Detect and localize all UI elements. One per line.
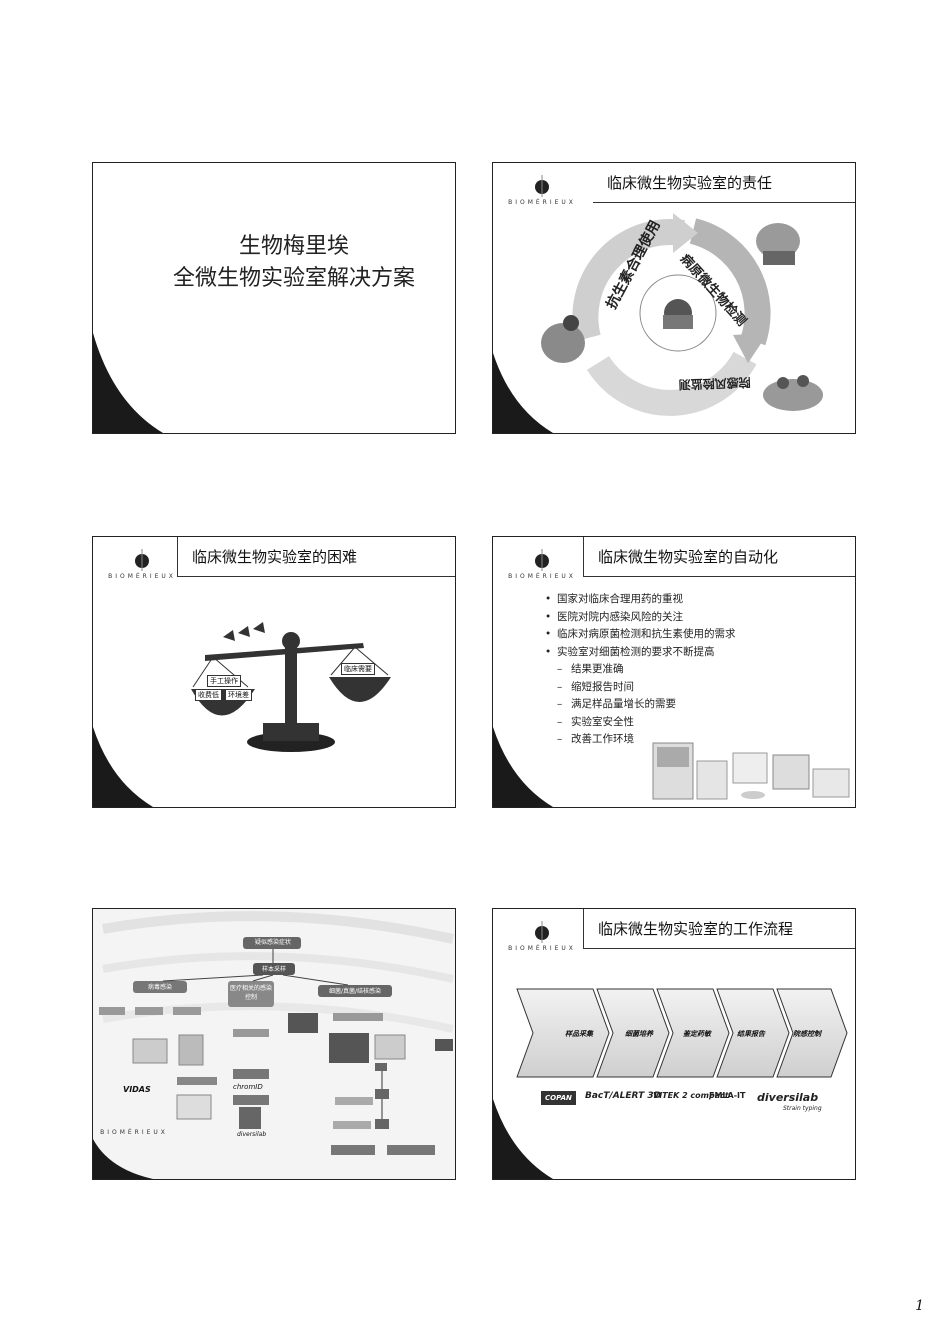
title-line-1: 生物梅里埃 <box>238 234 349 259</box>
logo-mark-icon <box>535 175 549 197</box>
brand-vidas: VIDAS <box>123 1085 151 1094</box>
solution-flow-diagram <box>93 909 455 1179</box>
list-item: 缩短报告时间 <box>557 679 736 697</box>
brand-copan: COPAN <box>541 1091 576 1105</box>
tag-low-fee: 收费低 <box>195 689 222 701</box>
slide-6: BIOMÉRIEUX 临床微生物实验室的工作流程 样品采集 细菌培养 鉴定药敏 … <box>492 908 856 1180</box>
corner-decoration <box>93 1139 153 1179</box>
list-item: 医院对院内感染风险的关注 <box>545 609 736 627</box>
tag-clinical-need: 临床需要 <box>341 663 375 675</box>
step-report: 结果报告 <box>737 1030 765 1038</box>
automation-bullet-list: 国家对临床合理用药的重视 医院对院内感染风险的关注 临床对病原菌检测和抗生素使用… <box>545 591 736 749</box>
slide-header: 临床微生物实验室的责任 <box>593 163 855 203</box>
corner-decoration <box>493 1099 553 1179</box>
tag-manual-operation: 手工操作 <box>207 675 241 687</box>
brand-strain-typing: Strain typing <box>783 1105 822 1112</box>
slide-4: BIOMÉRIEUX 临床微生物实验室的自动化 国家对临床合理用药的重视 医院对… <box>492 536 856 808</box>
page-number: 1 <box>915 1298 924 1314</box>
list-item: 结果更准确 <box>557 661 736 679</box>
brand-diversilab: diversilab <box>757 1091 819 1104</box>
biomerieux-logo: BIOMÉRIEUX <box>101 547 183 587</box>
biomerieux-logo: BIOMÉRIEUX <box>501 919 583 959</box>
corner-decoration <box>93 727 153 807</box>
step-culture: 细菌培养 <box>625 1030 653 1038</box>
node-infection-control: 医疗相关的感染控制 <box>230 985 273 1001</box>
node-bacterial-infection: 细菌/真菌/结核感染 <box>328 988 382 995</box>
balance-scale-illustration <box>191 622 391 752</box>
slide-5: 疑似感染症状 样本采样 病毒感染 医疗相关的感染控制 细菌/真菌/结核感染 VI… <box>92 908 456 1180</box>
corner-decoration <box>493 727 553 807</box>
workflow-chevrons <box>516 988 848 1078</box>
tag-poor-environment: 环境差 <box>225 689 252 701</box>
slide-header: 临床微生物实验室的自动化 <box>583 537 855 577</box>
biomerieux-logo: BIOMÉRIEUX <box>501 173 583 213</box>
corner-decoration <box>493 353 553 433</box>
node-suspected-infection: 疑似感染症状 <box>254 939 291 946</box>
brand-fmla: FMLA-IT <box>709 1091 746 1100</box>
slide-2: BIOMÉRIEUX 临床微生物实验室的责任 抗生素合理使用 病原微生物检测 院… <box>492 162 856 434</box>
lab-instruments-illustration <box>652 742 850 800</box>
biomerieux-logo: BIOMÉRIEUX <box>501 547 583 587</box>
list-item: 临床对病原菌检测和抗生素使用的需求 <box>545 626 735 644</box>
title-line-2: 全微生物实验室解决方案 <box>172 266 415 291</box>
step-sample-collection: 样品采集 <box>565 1030 593 1038</box>
list-item: 国家对临床合理用药的重视 <box>545 591 736 609</box>
list-item: 满足样品量增长的需要 <box>557 696 736 714</box>
step-infection-control: 院感控制 <box>793 1030 821 1038</box>
brand-diversilab: diversilab <box>237 1131 267 1138</box>
list-item: 实验室安全性 <box>557 714 736 732</box>
ring-label-infection: 院感风险监测 <box>678 375 751 392</box>
biomerieux-logo: BIOMÉRIEUX <box>100 1129 168 1136</box>
logo-mark-icon <box>135 549 149 571</box>
slide-3: BIOMÉRIEUX 临床微生物实验室的困难 手工操作 收费低 环境差 临床需要 <box>92 536 456 808</box>
brand-chromid: chromID <box>233 1083 263 1091</box>
cycle-diagram <box>541 213 823 416</box>
logo-mark-icon <box>535 921 549 943</box>
slide-title: 生物梅里埃 全微生物实验室解决方案 <box>133 231 455 295</box>
slide-header: 临床微生物实验室的工作流程 <box>583 909 855 949</box>
step-identification: 鉴定药敏 <box>683 1030 711 1038</box>
node-sampling: 样本采样 <box>261 966 286 973</box>
logo-mark-icon <box>535 549 549 571</box>
node-viral-infection: 病毒感染 <box>147 984 172 991</box>
brand-vitek: VITEK 2 compact <box>653 1091 729 1100</box>
corner-decoration <box>93 333 163 433</box>
brand-bactalert: BacT/ALERT 3D <box>585 1091 662 1101</box>
list-item: 改善工作环境 <box>557 731 736 749</box>
slide-header: 临床微生物实验室的困难 <box>177 537 455 577</box>
slide-1: 生物梅里埃 全微生物实验室解决方案 <box>92 162 456 434</box>
list-item: 实验室对细菌检测的要求不断提高 <box>545 644 736 662</box>
